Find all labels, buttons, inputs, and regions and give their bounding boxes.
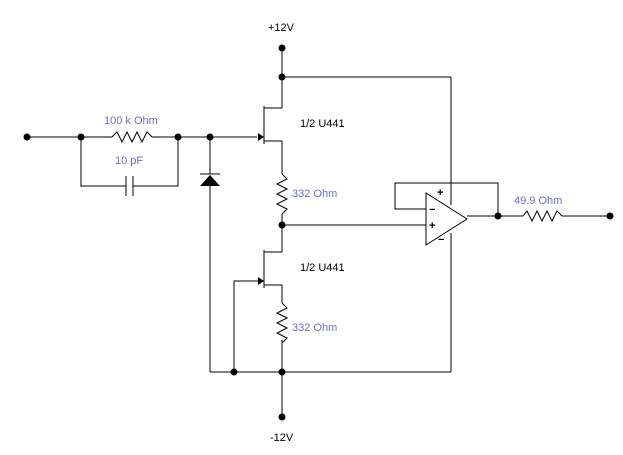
lower-source-resistor-label: 332 Ohm <box>292 322 337 334</box>
protection-diode <box>200 137 220 372</box>
input-resistor-label: 100 k Ohm <box>104 115 158 127</box>
opamp-supply-plus: + <box>437 187 443 199</box>
lower-source-resistor <box>275 302 289 344</box>
input-capacitor <box>80 137 179 196</box>
input-capacitor-label: 10 pF <box>115 155 143 167</box>
opamp-inverting-input: − <box>429 204 435 216</box>
output-resistor-label: 49.9 Ohm <box>514 195 562 207</box>
negative-supply-rail <box>210 238 452 421</box>
opamp <box>394 182 523 246</box>
negative-supply-label: -12V <box>270 432 294 444</box>
input-terminal <box>23 133 112 141</box>
positive-supply-rail <box>278 44 452 197</box>
positive-supply-label: +12V <box>268 22 295 34</box>
upper-source-resistor <box>275 173 426 252</box>
output-resistor <box>522 209 614 223</box>
opamp-noninverting-input: + <box>429 220 435 232</box>
upper-jfet-label: 1/2 U441 <box>300 118 345 130</box>
lower-jfet-label: 1/2 U441 <box>300 262 345 274</box>
opamp-supply-minus: − <box>438 234 444 246</box>
upper-jfet <box>258 106 283 174</box>
input-resistor <box>111 130 257 144</box>
lower-jfet <box>230 250 283 376</box>
upper-source-resistor-label: 332 Ohm <box>292 188 337 200</box>
